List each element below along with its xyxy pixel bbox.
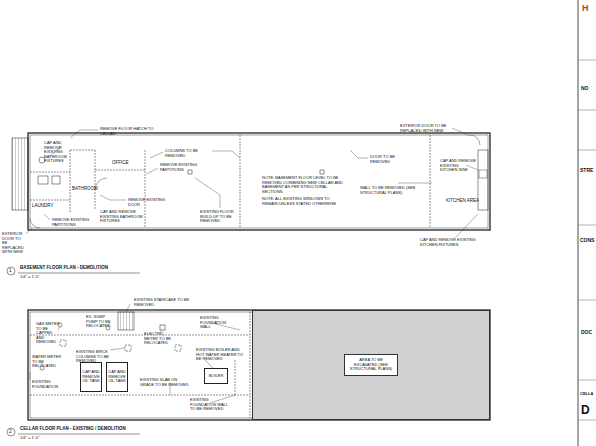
note-label: CAP AND REMOVE EXISTING KITCHEN SINK: [440, 159, 476, 173]
note-label: GAS METER TO BE CAPPED AND REMOVED: [36, 322, 60, 345]
callout-number: 2: [9, 429, 12, 434]
note-label: EXISTING BOILER AND HOT WATER HEATER TO …: [196, 348, 246, 362]
note-label: EXISTING FOUNDATION WALL TO BE REMOVED: [190, 398, 234, 412]
title-block-text: D: [581, 404, 590, 418]
node-text: BOILER: [209, 374, 224, 379]
note-label: EX. SUMP PUMP TO BE RELOCATED: [86, 315, 116, 329]
callout-number: 1: [9, 268, 12, 273]
note-label: REMOVE EXISTING PARTITIONS: [52, 218, 100, 227]
note-label: WALL TO BE REMOVED (SEE STRUCTURAL PLANS…: [360, 186, 416, 195]
note-label: CELLAR FLOOR PLAN - EXISTING / DEMOLITIO…: [20, 426, 126, 431]
note-label: OFFICE: [112, 160, 129, 165]
tank-box: CAP AND REMOVE OIL TANK: [80, 362, 102, 392]
node-text: AREA TO BE EXCAVATED (SEE STRUCTURAL PLA…: [344, 354, 398, 376]
note-label: REMOVE EXISTING DOOR: [128, 198, 168, 207]
title-block-text: STRE: [580, 168, 593, 174]
note-label: EXTERIOR DOOR TO BE REPLACED WITH NEW: [400, 124, 452, 133]
note-label: CAP AND REMOVE EXISTING BATHROOM FIXTURE…: [44, 141, 70, 164]
title-block-text: NO: [581, 86, 589, 92]
note-label: 1/4" = 1'-0": [20, 436, 40, 441]
note-label: WATER METER TO BE RELOCATED: [32, 355, 66, 369]
note-label: DOOR TO BE REMOVED: [370, 155, 410, 164]
tank-box: CAP AND REMOVE OIL TANK: [106, 362, 128, 392]
note-label: EXISTING FOUNDATION WALL: [200, 316, 236, 330]
node-text: CAP AND REMOVE OIL TANK: [108, 370, 126, 384]
note-label: CAP AND REMOVE EXISTING KITCHEN FIXTURES: [420, 238, 476, 247]
note-label: REMOVE EXISTING PARTITIONS: [160, 163, 200, 172]
node-text: CAP AND REMOVE OIL TANK: [82, 370, 100, 384]
note-label: COLUMNS TO BE REMOVED: [165, 149, 213, 158]
note-label: ELECTRIC METER TO BE RELOCATED: [144, 332, 176, 346]
excavation-area: AREA TO BE EXCAVATED (SEE STRUCTURAL PLA…: [252, 310, 490, 420]
note-label: LAUNDRY: [32, 203, 53, 208]
note-label: EXISTING SLAB ON GRADE TO BE REMOVED: [140, 378, 190, 387]
note-label: EXISTING FOUNDATION: [32, 380, 60, 389]
note-label: NOTE: BASEMENT FLOOR LEVEL TO BE REMOVED…: [262, 176, 344, 194]
note-label: 1/4" = 1'-0": [20, 275, 40, 280]
boiler-box: BOILER: [204, 368, 228, 384]
note-label: CAP AND REMOVE EXISTING BATHROOM FIXTURE…: [100, 210, 144, 224]
title-block-text: H: [582, 3, 589, 13]
title-block-text: CELLA: [580, 392, 593, 397]
note-label: EXISTING STAIRCASE TO BE REMOVED: [134, 298, 204, 307]
title-block-text: DOC: [581, 330, 592, 336]
note-label: EXISTING FLOOR BUILD-UP TO BE REMOVED: [200, 210, 244, 224]
note-label: BASEMENT FLOOR PLAN - DEMOLITION: [20, 265, 108, 270]
note-label: KITCHEN AREA: [446, 198, 479, 203]
note-label: NOTE: ALL EXISTING WINDOWS TO REMAIN UNL…: [262, 197, 338, 206]
note-label: REMOVE FLOOR HATCH TO CELLAR: [100, 127, 160, 136]
title-block-text: CONS: [580, 238, 594, 244]
note-label: BATHROOM: [72, 186, 98, 191]
note-label: EXTERIOR DOOR TO BE REPLACED WITH NEW: [2, 232, 26, 255]
